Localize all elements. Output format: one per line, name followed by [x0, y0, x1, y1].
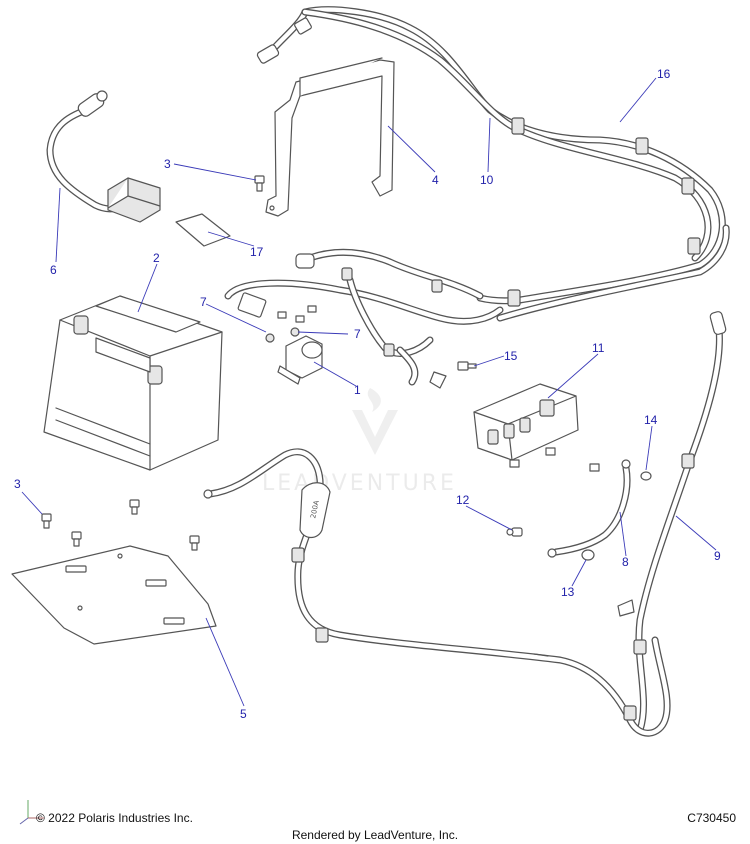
- fastener-part-12[interactable]: [506, 527, 523, 537]
- callout-10: 10: [480, 173, 494, 187]
- callout-16: 16: [657, 67, 671, 81]
- callout-12: 12: [456, 493, 470, 507]
- figure-id: C730450: [687, 811, 736, 825]
- ground-cable-part-8[interactable]: [547, 459, 631, 558]
- solenoid-part-1[interactable]: [277, 335, 323, 385]
- nut-part-7-right[interactable]: [290, 327, 300, 337]
- label-part-17[interactable]: [175, 213, 231, 247]
- axis-triad-icon: [19, 800, 44, 825]
- bolt-part-3-top[interactable]: [254, 175, 265, 192]
- main-harness-part-16[interactable]: [256, 6, 730, 322]
- nut-part-7-left[interactable]: [265, 333, 275, 343]
- callout-5: 5: [240, 707, 247, 721]
- callout-15: 15: [504, 349, 518, 363]
- bracket-part-4[interactable]: [265, 57, 395, 217]
- screw-part-15[interactable]: [457, 361, 477, 371]
- bolts-part-3-lower[interactable]: [41, 499, 200, 551]
- callout-3-lower: 3: [14, 477, 21, 491]
- callout-labels: 1 2 3 3 4 5 6 7 7 8 9 10 11 12 13 14 15 …: [14, 67, 721, 721]
- nut-part-14[interactable]: [640, 471, 652, 481]
- callout-13: 13: [561, 585, 575, 599]
- callout-1: 1: [354, 383, 361, 397]
- callout-3-top: 3: [164, 157, 171, 171]
- bolt-small-near-solenoid[interactable]: [277, 305, 317, 323]
- callout-17: 17: [250, 245, 264, 259]
- rendered-by-text: Rendered by LeadVenture, Inc.: [291, 828, 459, 842]
- battery-tray-part-5[interactable]: [11, 545, 217, 645]
- callout-6: 6: [50, 263, 57, 277]
- nut-part-13[interactable]: [581, 549, 595, 561]
- leadventure-watermark-logo: LEADVENTURE: [262, 388, 457, 496]
- callout-7-left: 7: [200, 295, 207, 309]
- fuse-cable-part-6[interactable]: [46, 90, 161, 223]
- positive-cable-part-9[interactable]: [617, 311, 727, 734]
- watermark-text: LEADVENTURE: [262, 471, 457, 496]
- relay-box-part-11[interactable]: [473, 383, 579, 461]
- callout-9: 9: [714, 549, 721, 563]
- battery-main-cable[interactable]: 200A: [203, 448, 671, 737]
- callout-11: 11: [592, 341, 605, 355]
- leader-lines: [21, 77, 717, 707]
- callout-14: 14: [644, 413, 658, 427]
- callout-8: 8: [622, 555, 629, 569]
- bolts-near-relay-box[interactable]: [509, 447, 600, 472]
- copyright-text: © 2022 Polaris Industries Inc.: [36, 811, 193, 825]
- callout-4: 4: [432, 173, 439, 187]
- callout-7-right: 7: [354, 327, 361, 341]
- sub-harness-near-solenoid[interactable]: [224, 248, 504, 389]
- callout-2: 2: [153, 251, 160, 265]
- cable-marking: 200A: [309, 500, 321, 520]
- battery-part-2[interactable]: [43, 295, 223, 471]
